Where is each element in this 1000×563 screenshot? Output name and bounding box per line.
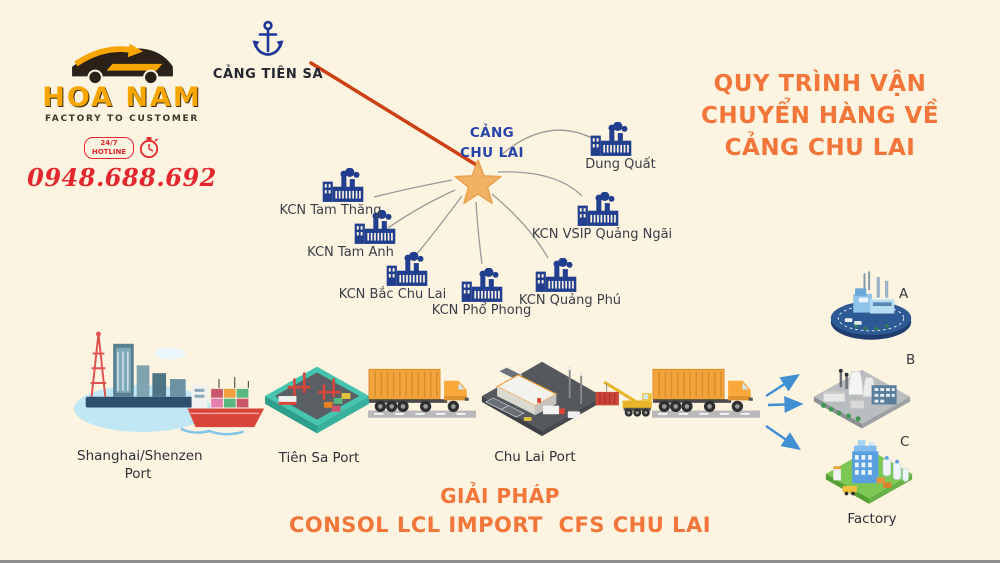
- label-shanghai-shenzen-port: Shanghai/Shenzen Port: [77, 448, 203, 483]
- container-truck-illustration: [368, 368, 476, 418]
- factory-b-illustration: [813, 368, 911, 429]
- anchor-icon: [252, 20, 284, 56]
- brand-tagline: FACTORY TO CUSTOMER: [44, 114, 199, 124]
- zone-quang-phu: KCN Quảng Phú: [495, 258, 645, 308]
- brand-logo: HOA NAM FACTORY TO CUSTOMER 24/7 HOTLINE…: [22, 38, 222, 192]
- star-icon: [454, 159, 502, 205]
- zone-dung-quat: Dung Quất: [548, 122, 693, 172]
- solution-title-block: GIẢI PHÁP CONSOL LCL IMPORT CFS CHU LAI: [250, 484, 750, 537]
- crane-illustration: [595, 380, 652, 417]
- factory-icon: [576, 192, 620, 226]
- hotline-phone: 0948.688.692: [27, 163, 217, 192]
- zone-tam-anh: KCN Tam Anh: [278, 210, 423, 260]
- bottom-border: [0, 560, 1000, 563]
- zone-vsip-quang-ngai: KCN VSIP Quảng Ngãi: [512, 192, 692, 242]
- node-cang-tien-sa: CẢNG TIÊN SA: [208, 20, 328, 82]
- factory-icon: [589, 122, 633, 156]
- distribution-arrows: [765, 374, 804, 451]
- factory-variant-a: A: [899, 286, 909, 302]
- process-title: QUY TRÌNH VẬN CHUYỂN HÀNG VỀ CẢNG CHU LA…: [700, 71, 940, 162]
- factory-icon: [321, 168, 365, 202]
- cang-chu-lai-label: CẢNG CHU LAI: [460, 125, 524, 161]
- hotline-badge-bottom: HOTLINE: [91, 148, 127, 156]
- label-factory: Factory: [847, 511, 897, 527]
- factory-icon: [460, 268, 504, 302]
- label-chu-lai-port: Chu Lai Port: [494, 449, 576, 465]
- factory-a-illustration: [830, 271, 912, 340]
- zone-tam-thang: KCN Tam Thăng: [258, 168, 403, 218]
- factory-variant-b: B: [906, 352, 916, 368]
- hotline-badge-top: 24/7: [100, 139, 118, 148]
- container-truck-illustration: [652, 368, 760, 418]
- factory-c-illustration: [825, 440, 913, 504]
- solution-subtitle: CONSOL LCL IMPORT CFS CHU LAI: [288, 513, 712, 537]
- hotline-badge: 24/7 HOTLINE: [83, 137, 135, 159]
- shanghai-port-illustration: [73, 331, 265, 436]
- tien-sa-port-illustration: [264, 366, 370, 434]
- solution-title: GIẢI PHÁP: [440, 484, 560, 508]
- factory-variant-c: C: [900, 434, 910, 450]
- brand-name: HOA NAM: [42, 82, 202, 113]
- truck-logo-icon: [72, 43, 173, 86]
- chu-lai-port-illustration: [481, 361, 603, 437]
- zone-bac-chu-lai: KCN Bắc Chu Lai: [320, 252, 465, 302]
- label-tien-sa-port: Tiên Sa Port: [278, 450, 360, 466]
- cang-tien-sa-label: CẢNG TIÊN SA: [212, 67, 324, 82]
- zone-pho-phong: KCN Phổ Phong: [409, 268, 554, 318]
- clock-icon: [140, 137, 159, 159]
